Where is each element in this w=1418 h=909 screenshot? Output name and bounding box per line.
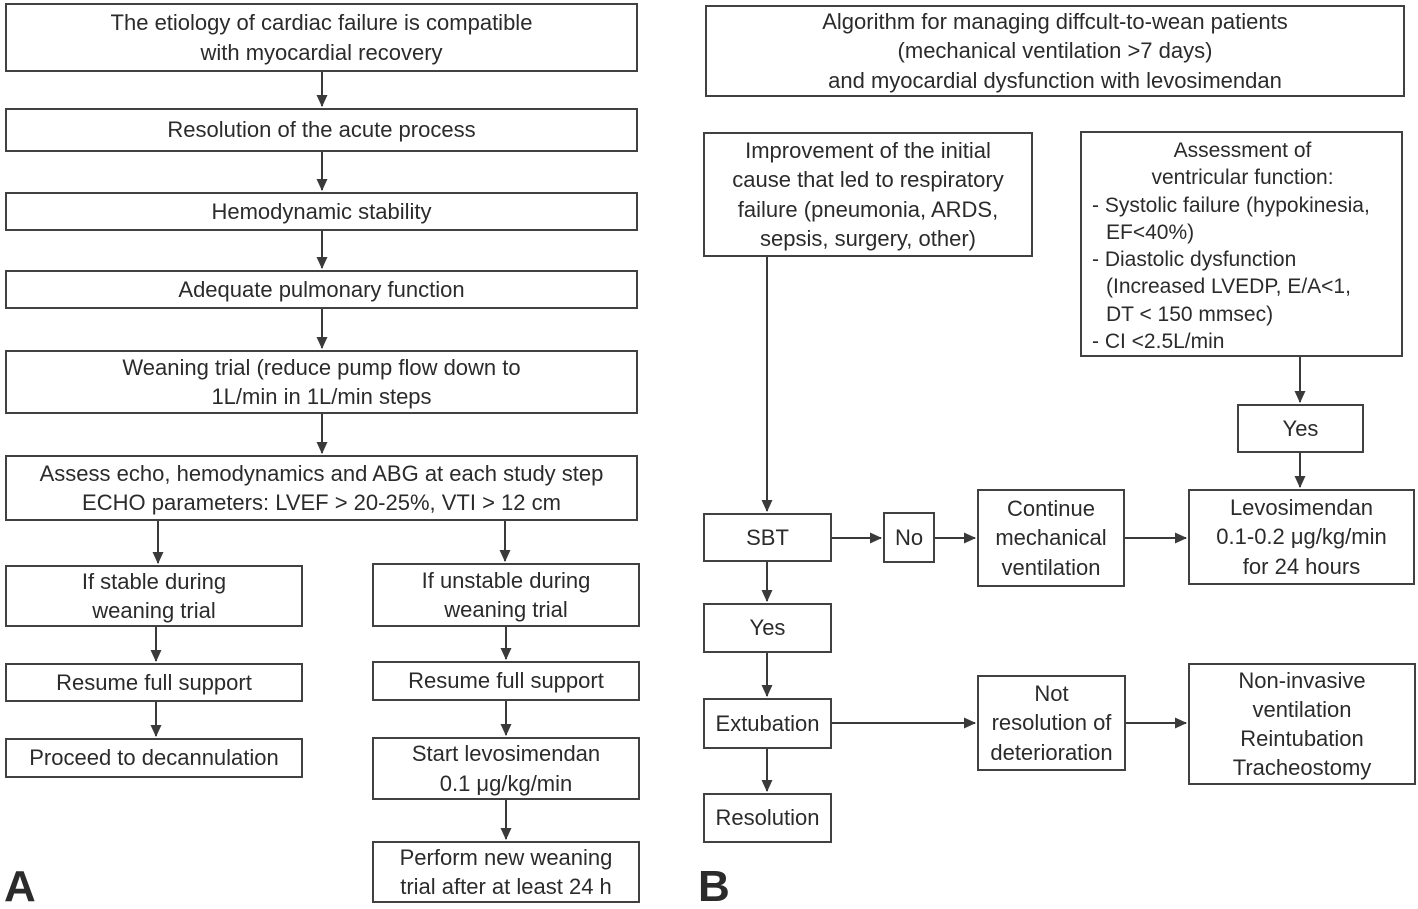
node-improvement-initial-cause: Improvement of the initial cause that le… [703,132,1033,257]
assessment-item-diastolic: - Diastolic dysfunction (Increased LVEDP… [1092,248,1351,326]
node-perform-new-weaning-trial: Perform new weaning trial after at least… [372,841,640,903]
node-yes-assessment: Yes [1237,404,1364,453]
node-if-stable: If stable during weaning trial [5,565,303,627]
node-yes-sbt: Yes [703,603,832,653]
node-adequate-pulmonary-function: Adequate pulmonary function [5,270,638,309]
node-resolution-acute-process: Resolution of the acute process [5,108,638,152]
node-start-levosimendan: Start levosimendan 0.1 μg/kg/min [372,737,640,800]
node-assess-echo: Assess echo, hemodynamics and ABG at eac… [5,455,638,521]
node-hemodynamic-stability: Hemodynamic stability [5,192,638,231]
node-resume-full-support-left: Resume full support [5,663,303,702]
node-not-resolution-deterioration: Not resolution of deterioration [977,675,1126,771]
node-non-invasive-ventilation: Non-invasive ventilation Reintubation Tr… [1188,663,1416,785]
panel-b-label: B [698,862,730,909]
node-continue-mechanical-ventilation: Continue mechanical ventilation [977,489,1125,587]
node-resolution: Resolution [703,793,832,843]
node-no: No [883,512,935,563]
node-algorithm-title: Algorithm for managing diffcult-to-wean … [705,5,1405,97]
node-sbt: SBT [703,513,832,562]
node-extubation: Extubation [703,698,832,749]
node-if-unstable: If unstable during weaning trial [372,563,640,627]
assessment-title: Assessment of ventricular function: [1151,139,1334,190]
node-resume-full-support-right: Resume full support [372,661,640,701]
node-etiology: The etiology of cardiac failure is compa… [5,3,638,72]
node-weaning-trial: Weaning trial (reduce pump flow down to … [5,350,638,414]
assessment-item-ci: - CI <2.5L/min [1092,330,1225,354]
panel-a-label: A [4,862,36,909]
node-assessment-ventricular-function: Assessment of ventricular function: - Sy… [1080,131,1403,357]
node-levosimendan-24h: Levosimendan 0.1-0.2 μg/kg/min for 24 ho… [1188,489,1415,585]
node-proceed-decannulation: Proceed to decannulation [5,738,303,778]
assessment-item-systolic: - Systolic failure (hypokinesia, EF<40%) [1092,193,1370,244]
